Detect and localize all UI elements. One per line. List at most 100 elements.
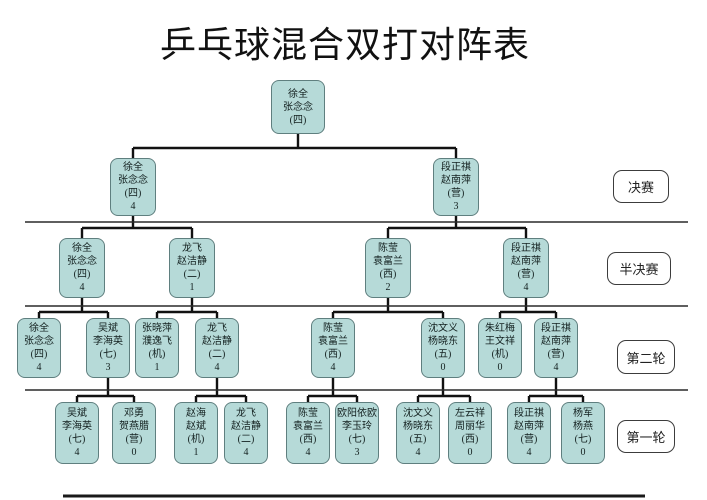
team-seed: (七)	[68, 434, 86, 445]
player1-name: 徐全	[288, 88, 308, 100]
round-label-final: 决赛	[613, 170, 669, 203]
team-seed: (营)	[517, 269, 535, 280]
team-seed: (营)	[520, 434, 538, 445]
match-score: 4	[36, 362, 42, 373]
player2-name: 杨晓东	[403, 421, 433, 432]
bracket-box-round1-1: 吴斌 李海英 (七) 4	[55, 402, 99, 464]
player2-name: 李海英	[93, 336, 123, 347]
player1-name: 徐全	[123, 162, 143, 173]
player2-name: 赵南萍	[511, 256, 541, 267]
team-seed: (七)	[99, 349, 117, 360]
match-score: 4	[553, 362, 559, 373]
player2-name: 贺燕腊	[119, 421, 149, 432]
round-label-semifinal: 半决赛	[607, 252, 671, 285]
bracket-box-champion: 徐全 张念念 (四)	[271, 80, 325, 134]
player1-name: 吴斌	[98, 323, 118, 334]
match-score: 4	[330, 362, 336, 373]
team-seed: (二)	[208, 349, 226, 360]
player1-name: 陈莹	[323, 323, 343, 334]
player1-name: 沈文义	[403, 408, 433, 419]
bracket-box-round1-10: 杨军 杨燕 (七) 0	[561, 402, 605, 464]
player1-name: 段正祺	[541, 323, 571, 334]
team-seed: (七)	[348, 434, 366, 445]
player1-name: 陈莹	[298, 408, 318, 419]
team-seed: (西)	[299, 434, 317, 445]
player2-name: 张念念	[24, 336, 54, 347]
match-score: 4	[526, 447, 532, 458]
team-seed: (机)	[187, 434, 205, 445]
player2-name: 赵南萍	[441, 175, 471, 186]
bracket-box-semifinal-4: 段正祺 赵南萍 (营) 4	[503, 238, 549, 298]
match-score: 2	[385, 282, 391, 293]
bracket-box-round1-8: 左云祥 周丽华 (西) 0	[448, 402, 492, 464]
team-seed: (西)	[379, 269, 397, 280]
player1-name: 徐全	[29, 323, 49, 334]
player1-name: 龙飞	[182, 243, 202, 254]
bracket-box-round2-1: 徐全 张念念 (四) 4	[17, 318, 61, 378]
player2-name: 赵南萍	[514, 421, 544, 432]
match-score: 0	[580, 447, 586, 458]
team-seed: (四)	[73, 269, 91, 280]
player1-name: 赵海	[186, 408, 206, 419]
round-separator-lines	[25, 221, 688, 391]
player2-name: 赵洁静	[231, 421, 261, 432]
match-score: 4	[214, 362, 220, 373]
player2-name: 赵南萍	[541, 336, 571, 347]
bracket-box-round1-6: 欧阳依欧 李玉玲 (七) 3	[335, 402, 379, 464]
bracket-box-semifinal-3: 陈莹 袁富兰 (西) 2	[365, 238, 411, 298]
match-score: 4	[74, 447, 80, 458]
match-score: 0	[467, 447, 473, 458]
bracket-box-round2-8: 段正祺 赵南萍 (营) 4	[534, 318, 578, 378]
player2-name: 袁富兰	[318, 336, 348, 347]
player1-name: 段正祺	[514, 408, 544, 419]
match-score: 1	[193, 447, 199, 458]
match-score: 3	[453, 201, 459, 212]
player2-name: 张念念	[118, 175, 148, 186]
match-score: 1	[154, 362, 160, 373]
player2-name: 李海英	[62, 421, 92, 432]
match-score: 4	[243, 447, 249, 458]
bracket-box-semifinal-1: 徐全 张念念 (四) 4	[59, 238, 105, 298]
match-score: 4	[130, 201, 136, 212]
player2-name: 赵洁静	[202, 336, 232, 347]
team-seed: (五)	[434, 349, 452, 360]
team-seed: (四)	[289, 114, 307, 126]
player2-name: 赵洁静	[177, 256, 207, 267]
player1-name: 欧阳依欧	[337, 408, 377, 419]
bracket-box-round1-7: 沈文义 杨晓东 (五) 4	[396, 402, 440, 464]
player1-name: 吴斌	[67, 408, 87, 419]
team-seed: (机)	[148, 349, 166, 360]
bracket-box-round1-3: 赵海 赵斌 (机) 1	[174, 402, 218, 464]
team-seed: (营)	[125, 434, 143, 445]
player1-name: 陈莹	[378, 243, 398, 254]
team-seed: (七)	[574, 434, 592, 445]
player2-name: 杨燕	[573, 421, 593, 432]
player1-name: 龙飞	[236, 408, 256, 419]
bracket-box-round2-6: 沈文义 杨晓东 (五) 0	[421, 318, 465, 378]
bracket-box-round2-5: 陈莹 袁富兰 (西) 4	[311, 318, 355, 378]
match-score: 3	[354, 447, 360, 458]
bracket-box-round2-7: 朱红梅 王文祥 (机) 0	[478, 318, 522, 378]
team-seed: (营)	[447, 188, 465, 199]
match-score: 4	[79, 282, 85, 293]
bracket-box-final-1: 徐全 张念念 (四) 4	[110, 158, 156, 216]
team-seed: (西)	[324, 349, 342, 360]
player2-name: 王文祥	[485, 336, 515, 347]
match-score: 0	[131, 447, 137, 458]
player2-name: 袁富兰	[373, 256, 403, 267]
team-seed: (机)	[491, 349, 509, 360]
player1-name: 段正祺	[511, 243, 541, 254]
player1-name: 徐全	[72, 243, 92, 254]
team-seed: (四)	[124, 188, 142, 199]
player2-name: 袁富兰	[293, 421, 323, 432]
player1-name: 沈文义	[428, 323, 458, 334]
player2-name: 张念念	[283, 101, 313, 113]
bracket-box-final-2: 段正祺 赵南萍 (营) 3	[433, 158, 479, 216]
bracket-box-semifinal-2: 龙飞 赵洁静 (二) 1	[169, 238, 215, 298]
team-seed: (二)	[183, 269, 201, 280]
player2-name: 周丽华	[455, 421, 485, 432]
player1-name: 张晓萍	[142, 323, 172, 334]
connector-lines	[37, 134, 585, 402]
match-score: 0	[497, 362, 503, 373]
